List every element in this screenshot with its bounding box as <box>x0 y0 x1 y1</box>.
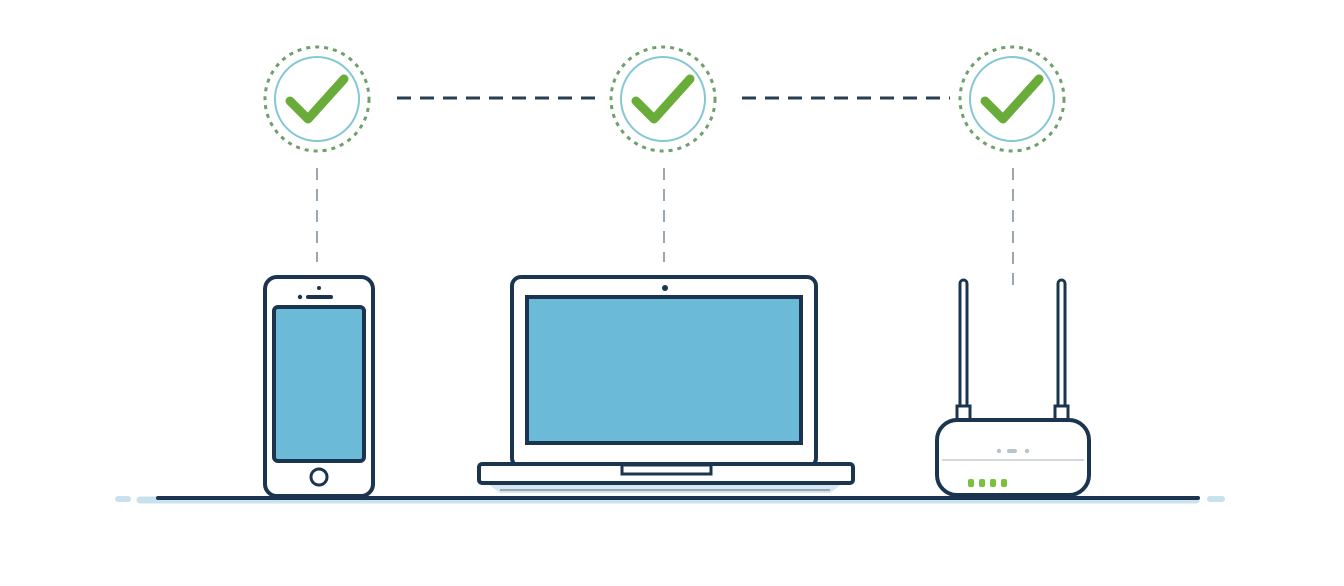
phone-home-button <box>309 467 329 487</box>
router-icon <box>935 278 1091 497</box>
router-body <box>935 418 1091 497</box>
status-badge-router <box>958 45 1066 153</box>
phone-screen <box>272 305 366 463</box>
laptop-icon <box>477 275 855 493</box>
status-badge-phone <box>263 45 371 153</box>
ground-line <box>115 496 1225 504</box>
phone-sensor <box>317 286 321 290</box>
badge-dashed-ring <box>263 45 371 153</box>
check-icon <box>631 74 695 124</box>
smartphone-icon <box>263 275 375 498</box>
status-badge-laptop <box>609 45 717 153</box>
laptop-screen <box>525 295 803 445</box>
badge-inner-ring <box>274 56 360 142</box>
check-icon <box>285 74 349 124</box>
badge-inner-ring <box>969 56 1055 142</box>
router-indicator-dots <box>996 448 1030 454</box>
check-icon <box>980 74 1044 124</box>
router-antenna-right <box>1056 278 1067 410</box>
laptop-trackpad-notch <box>620 463 713 476</box>
phone-camera <box>297 294 303 300</box>
laptop-base-shadow <box>488 484 842 493</box>
router-antenna-left <box>958 278 969 410</box>
laptop-webcam <box>662 285 668 291</box>
badge-dashed-ring <box>609 45 717 153</box>
badge-dashed-ring <box>958 45 1066 153</box>
drop-lines <box>316 168 1014 286</box>
badge-inner-ring <box>620 56 706 142</box>
router-status-leds <box>968 479 1007 487</box>
